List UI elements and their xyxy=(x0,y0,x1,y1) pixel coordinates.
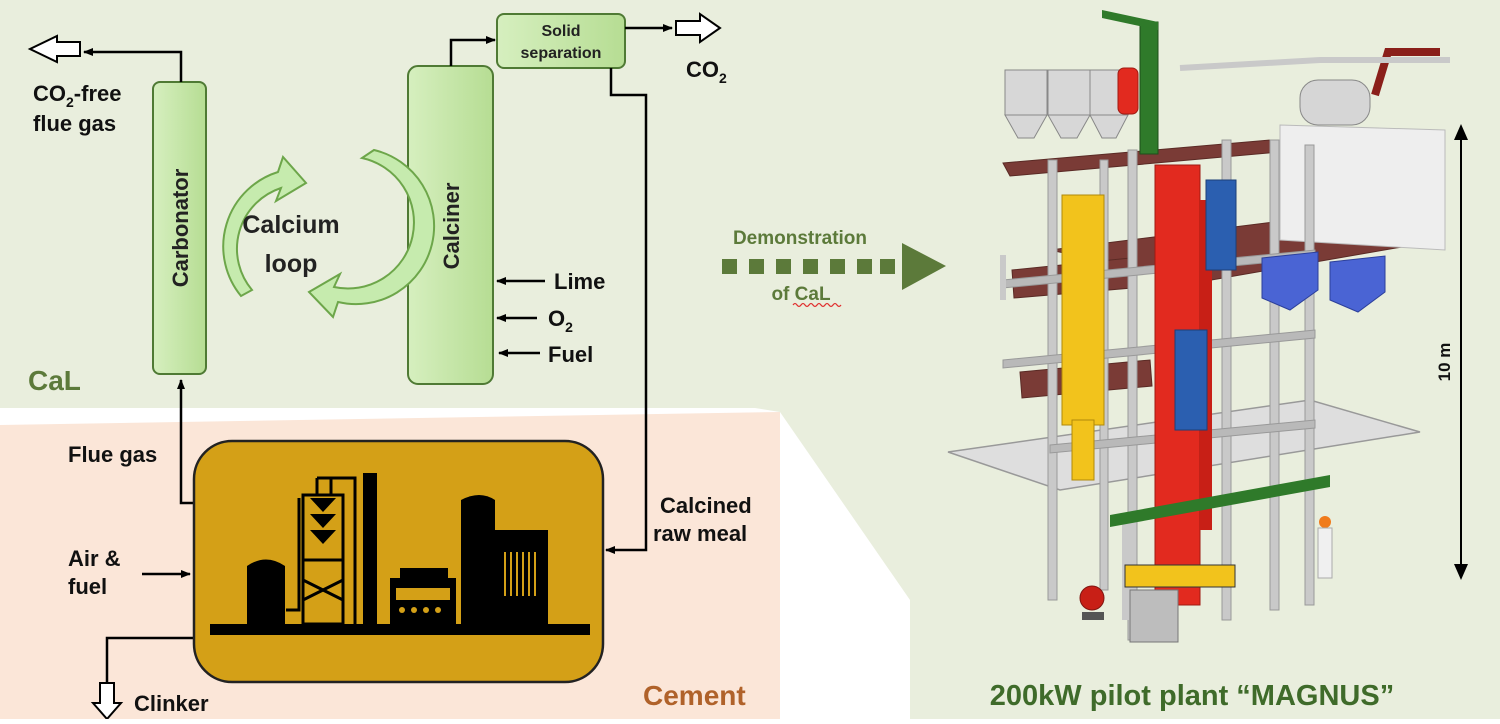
spellcheck-underline xyxy=(792,302,842,308)
calcium-loop-line1: Calcium xyxy=(242,211,339,239)
co2-label: CO2 xyxy=(686,57,727,86)
co2-output-arrow xyxy=(675,12,722,44)
pilot-plant-model xyxy=(947,10,1450,643)
calcined-raw-meal-line xyxy=(605,68,648,554)
air-fuel-label-line2: fuel xyxy=(68,574,107,599)
air-fuel-label-line1: Air & xyxy=(68,546,121,571)
calcium-loop-line2: loop xyxy=(265,250,318,278)
flue-gas-line xyxy=(177,379,194,505)
flue-gas-label: Flue gas xyxy=(68,442,157,467)
cal-background xyxy=(0,0,755,408)
carbonator-label: Carbonator xyxy=(168,168,193,287)
calciner-to-separation-line xyxy=(449,36,496,66)
demonstration-label-line2: of CaL xyxy=(771,284,831,305)
height-scale-label: 10 m xyxy=(1435,343,1454,382)
lime-label: Lime xyxy=(554,269,605,294)
co2-free-label-line1: CO2-free xyxy=(33,81,121,110)
pilot-plant-caption: 200kW pilot plant “MAGNUS” xyxy=(990,680,1394,712)
height-scale-top-arrow xyxy=(1454,124,1468,140)
fuel-label: Fuel xyxy=(548,342,593,367)
solid-separation-line1: Solid xyxy=(541,23,580,40)
demonstration-label-line1: Demonstration xyxy=(733,228,867,249)
calciner-label: Calciner xyxy=(439,182,464,269)
flue-gas-outlet-line xyxy=(83,48,183,82)
calcium-loop-arrows xyxy=(222,148,436,319)
cement-label: Cement xyxy=(643,680,746,711)
height-scale-bottom-arrow xyxy=(1454,564,1468,580)
cal-label: CaL xyxy=(28,365,81,396)
clinker-output-arrow xyxy=(90,682,124,721)
solid-separation-line2: separation xyxy=(521,45,602,62)
co2-free-label-line2: flue gas xyxy=(33,111,116,136)
demonstration-dashed-arrow xyxy=(722,243,946,290)
carbonator-box xyxy=(152,81,207,375)
solid-separation-box xyxy=(496,13,626,69)
calcined-label-line1: Calcined xyxy=(660,493,752,518)
clinker-line xyxy=(105,636,196,683)
clinker-label: Clinker xyxy=(134,691,209,716)
o2-label: O2 xyxy=(548,306,573,335)
co2-free-output-arrow xyxy=(27,34,81,64)
calcined-label-line2: raw meal xyxy=(653,521,747,546)
cement-plant-silhouette xyxy=(210,473,590,635)
